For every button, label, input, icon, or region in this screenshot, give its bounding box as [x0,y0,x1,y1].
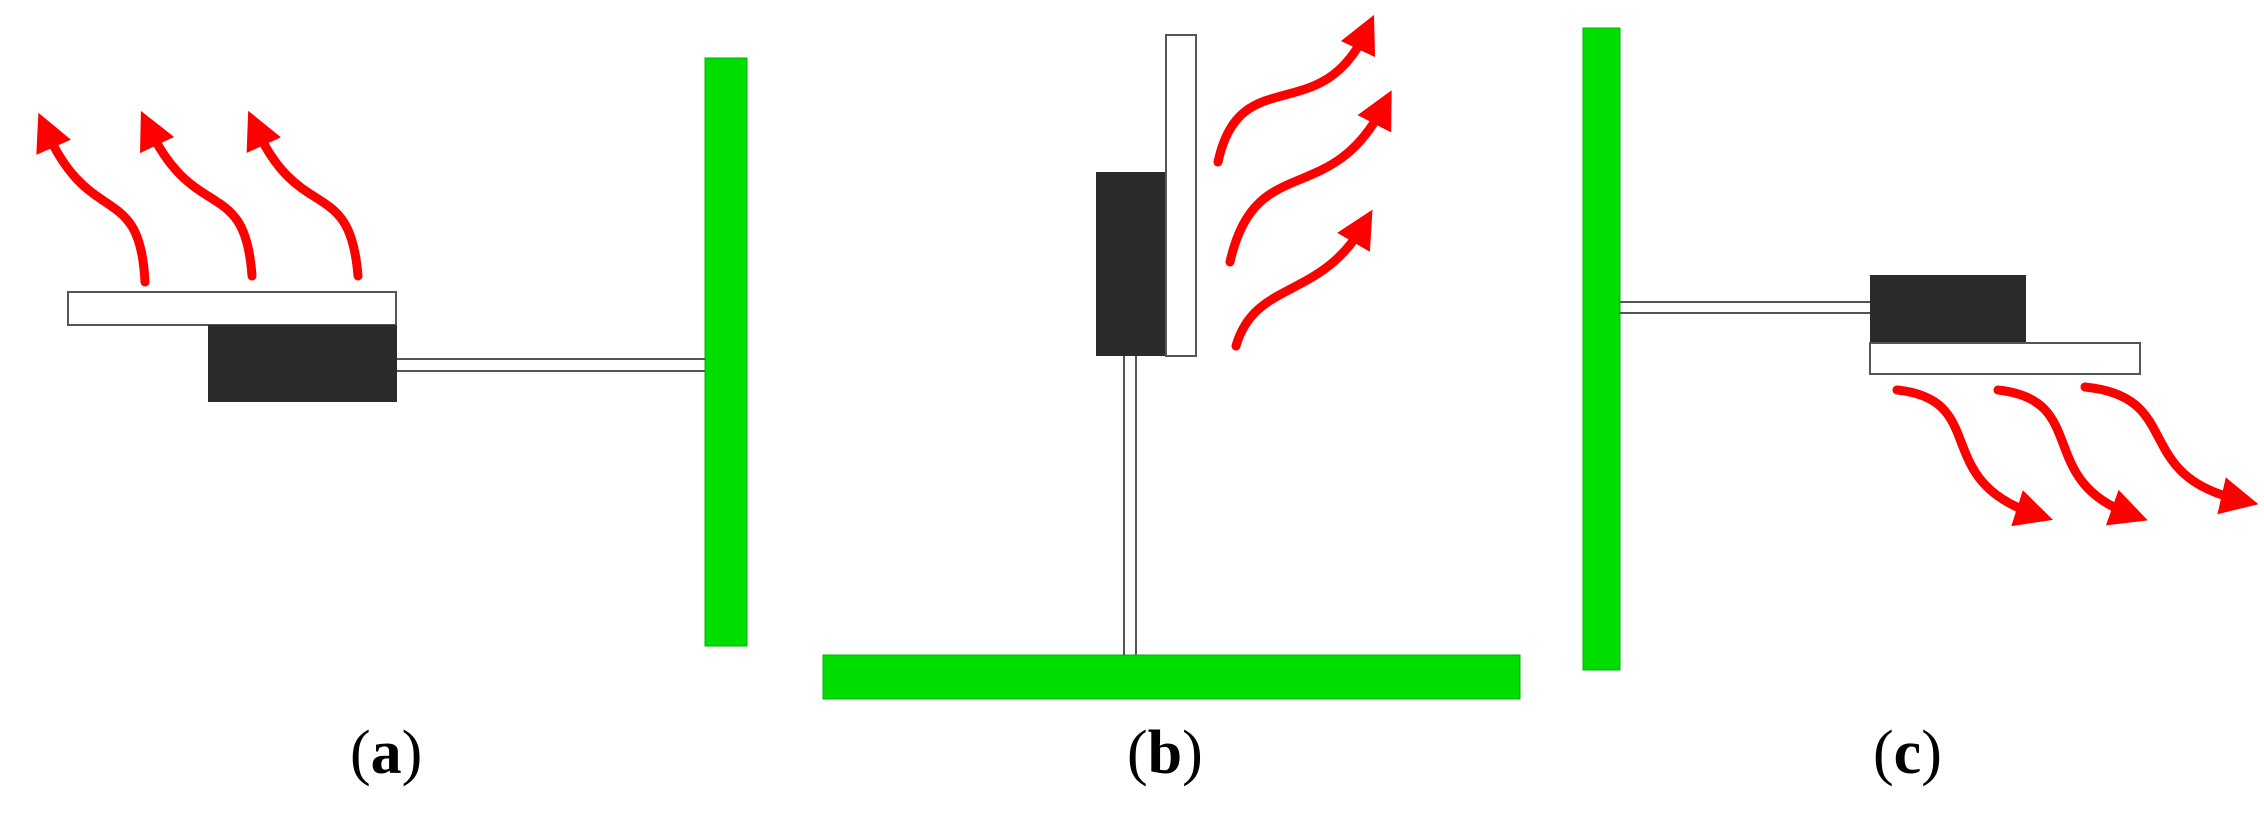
heat-arrow-icon [246,110,363,281]
caption-a: (a) [350,722,422,784]
caption-open-paren: ( [1127,719,1148,787]
caption-b: (b) [1127,722,1203,784]
rod-b [1123,356,1137,655]
rod-a [397,358,705,372]
heat-arrow-icon [1213,14,1376,167]
heat-arrow-icon [1993,385,2148,526]
heat-arrow-icon [1892,385,2053,527]
plate-b [1165,34,1197,357]
panel-b [822,14,1521,700]
caption-letter: c [1893,719,1922,787]
caption-c: (c) [1873,722,1942,784]
housing-b [1096,172,1166,356]
heat-arrows-c [1892,382,2259,527]
caption-letter: a [370,719,402,787]
caption-close-paren: ) [1921,719,1942,787]
caption-close-paren: ) [1182,719,1203,787]
wall-b [822,654,1521,700]
heat-arrow-icon [36,112,150,287]
caption-close-paren: ) [401,719,423,787]
panel-a [36,57,748,647]
plate-a [67,291,397,326]
heat-arrow-icon [1231,209,1373,351]
heat-arrow-icon [140,110,257,281]
caption-open-paren: ( [350,719,371,787]
housing-a [208,325,397,402]
rod-c [1620,301,1870,314]
plate-c [1869,342,2141,375]
caption-open-paren: ( [1873,719,1894,787]
wall-a [704,57,748,647]
panel-c [1582,27,2259,671]
housing-c [1870,275,2026,343]
heat-arrow-icon [2080,382,2259,515]
wall-c [1582,27,1621,671]
heat-arrows-a [36,110,363,287]
heat-arrow-icon [1225,90,1392,267]
heat-arrows-b [1213,14,1392,351]
caption-letter: b [1147,719,1183,787]
